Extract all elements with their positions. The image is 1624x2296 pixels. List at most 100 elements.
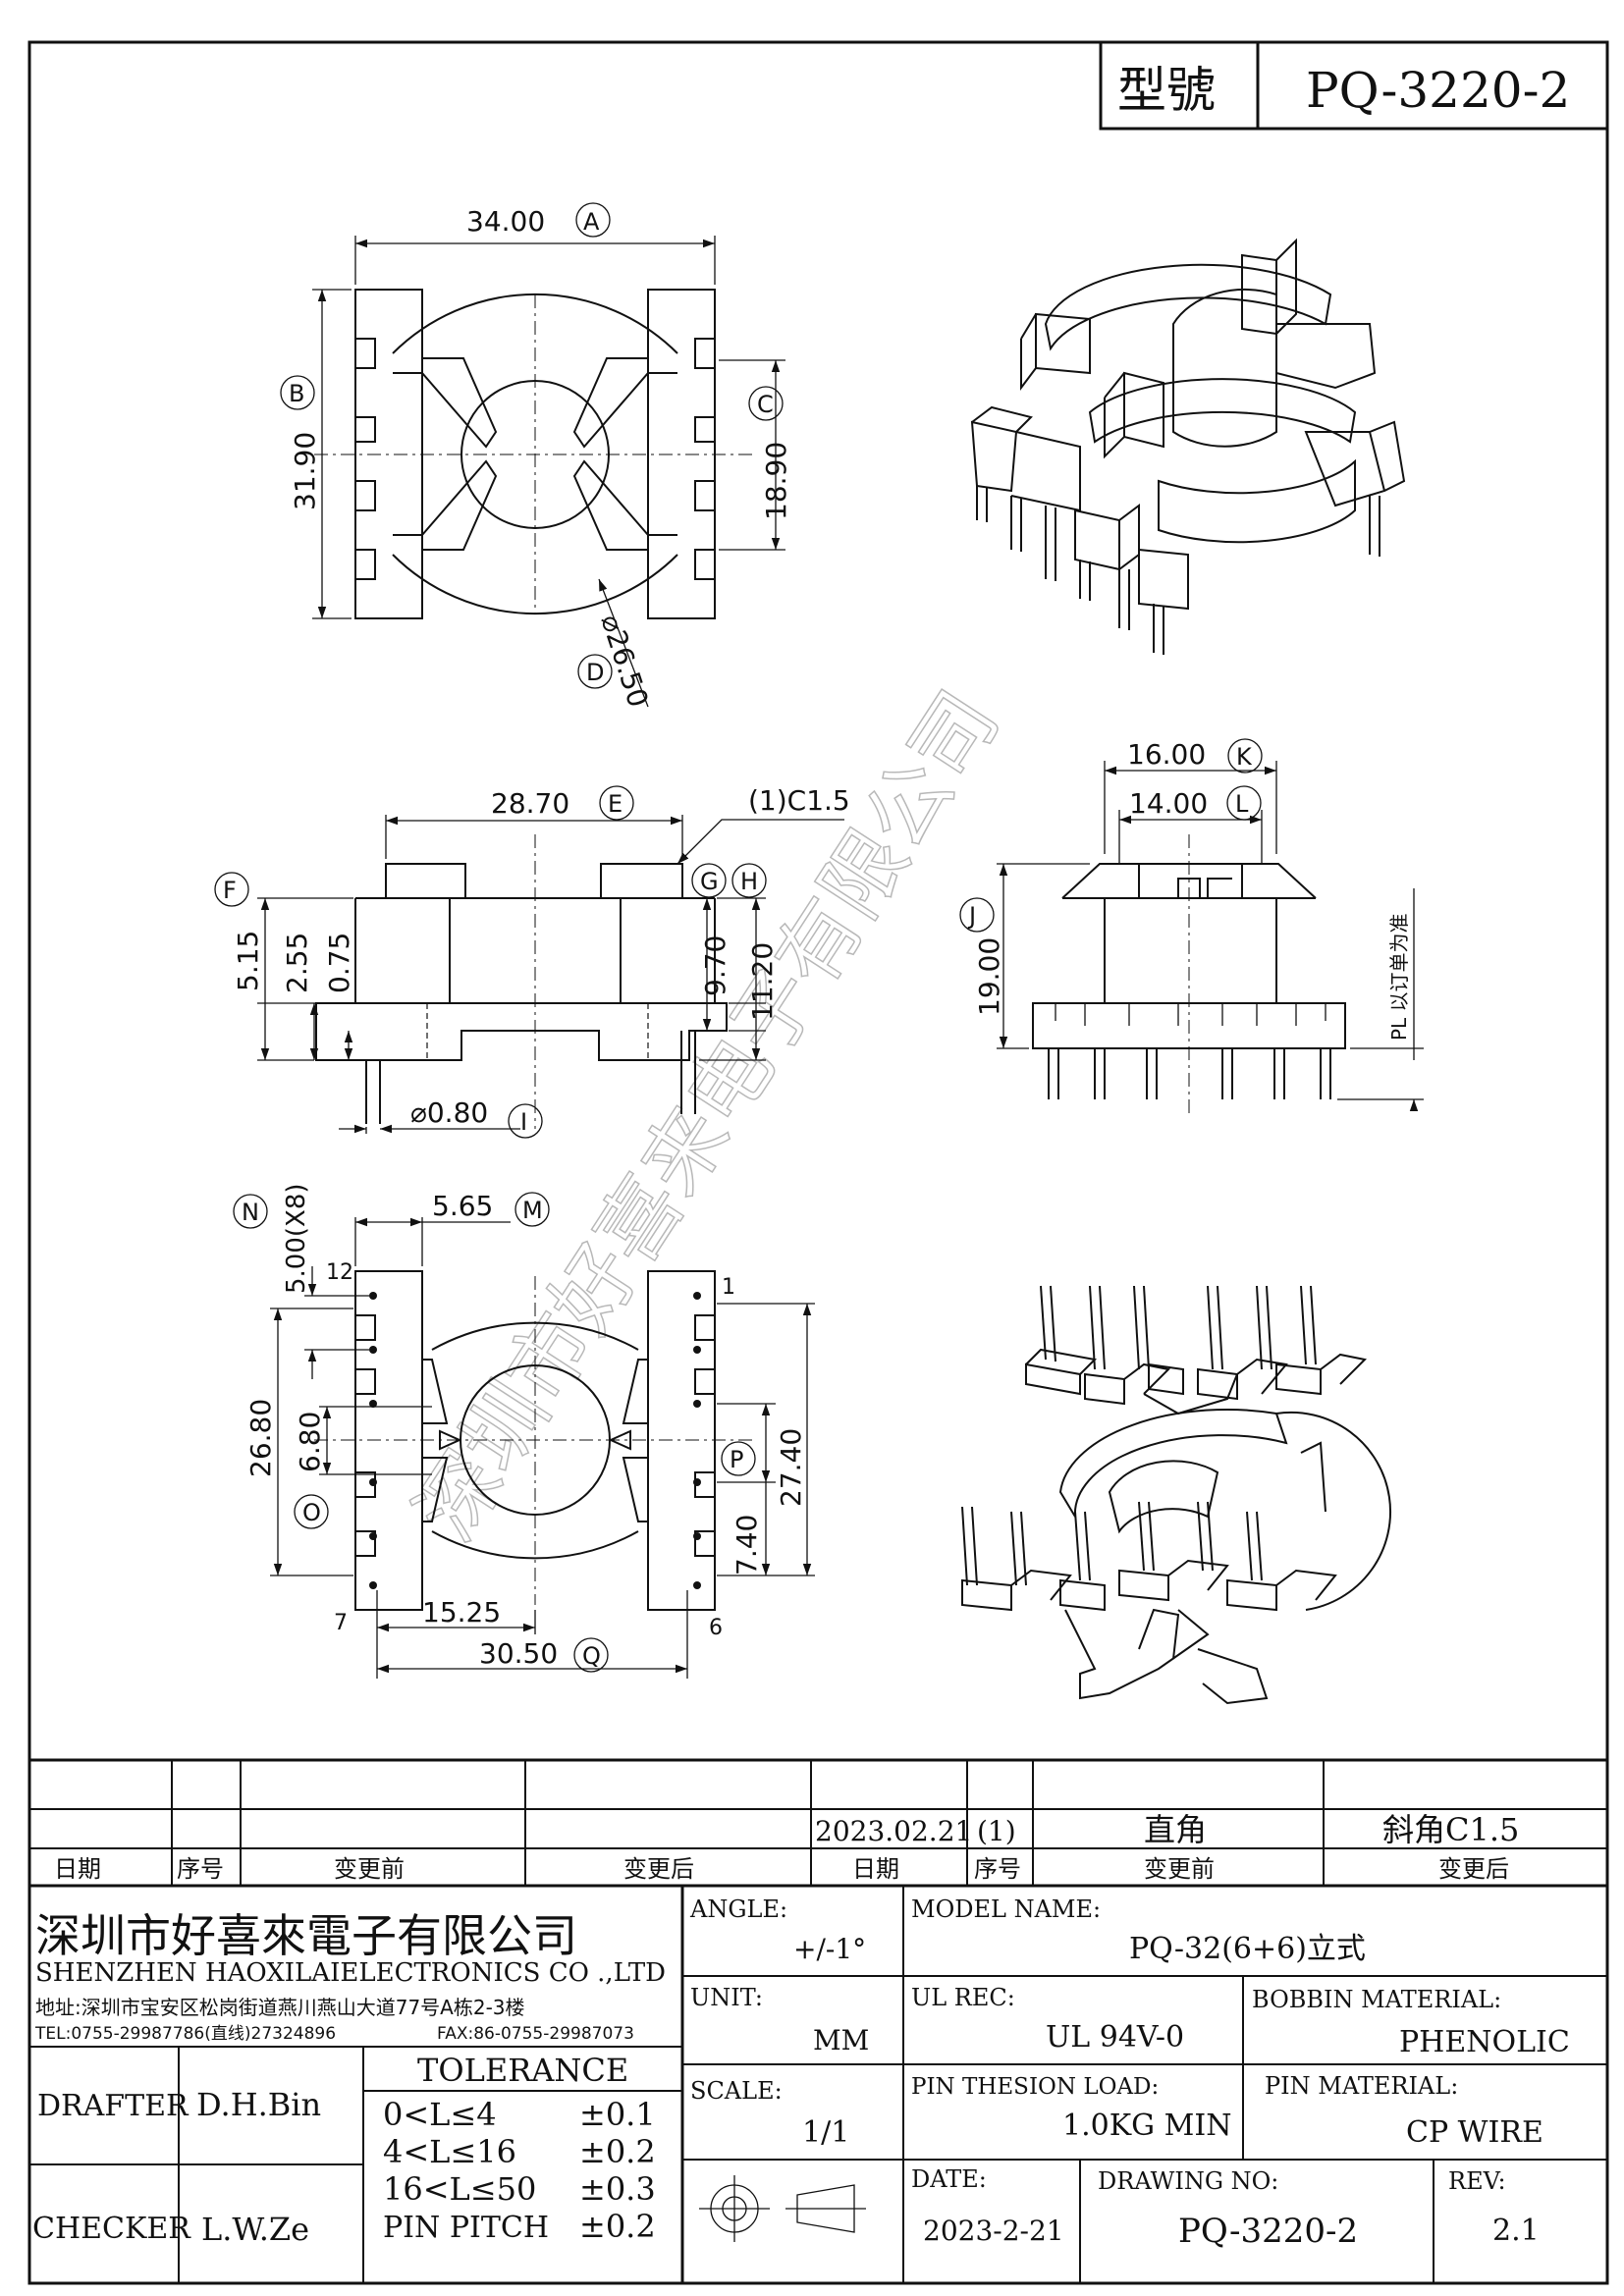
isometric-view-top: [970, 238, 1406, 655]
tolerance-title: TOLERANCE: [417, 2052, 628, 2089]
rev-header-date-2: 日期: [852, 1855, 899, 1883]
tol-value-1: ±0.1: [579, 2096, 656, 2133]
dim-2740: 27.40: [775, 1428, 807, 1507]
dim-1120: 11.20: [746, 942, 779, 1021]
company-name-en: SHENZHEN HAOXILAIELECTRONICS CO .,LTD: [35, 1958, 666, 1988]
dim-1900: 19.00: [973, 937, 1005, 1016]
revision-table: 2023.02.21 (1) 直角 斜角C1.5 日期 序号 变更前 变更后 日…: [29, 1758, 1607, 1888]
revision-before: 直角: [1144, 1811, 1207, 1848]
checker-name: L.W.Ze: [201, 2211, 309, 2248]
angle-value: +/-1°: [793, 1933, 866, 1965]
dim-width-a: 34.00: [466, 205, 545, 238]
tol-range-2: 4<L≤16: [383, 2133, 516, 2170]
rev-label: REV:: [1448, 2167, 1506, 2195]
model-name-value: PQ-32(6+6)立式: [1129, 1932, 1366, 1966]
pin-load-label: PIN THESION LOAD:: [911, 2074, 1159, 2100]
dim-2680: 26.80: [244, 1399, 277, 1477]
ref-i: I: [520, 1108, 527, 1136]
side-view: 28.70 E (1)C1.5 G H 5.15 F 2.55 0.75 9.7…: [214, 784, 850, 1139]
isometric-view-bottom: [961, 1285, 1392, 1705]
ref-f: F: [223, 877, 237, 904]
ref-g: G: [700, 868, 719, 895]
ref-j: J: [967, 902, 976, 930]
unit-label: UNIT:: [690, 1984, 763, 2011]
model-header: 型號 PQ-3220-2: [1099, 40, 1609, 131]
rev-header-before-2: 变更前: [1144, 1855, 1215, 1883]
ref-d: D: [586, 659, 604, 686]
pin-length-note: PL 以订单为准: [1387, 913, 1411, 1041]
pin-number-6: 6: [709, 1616, 723, 1640]
tol-range-1: 0<L≤4: [383, 2096, 497, 2133]
top-view: 34.00 A 31.90 B 18.90 C ⌀26.50 D: [280, 202, 792, 711]
drawing-frame: [27, 40, 1609, 2285]
bobbin-material-value: PHENOLIC: [1399, 2025, 1570, 2059]
unit-value: MM: [813, 2024, 869, 2056]
dim-075: 0.75: [323, 933, 355, 993]
drawing-no-value: PQ-3220-2: [1178, 2212, 1358, 2251]
pin-load-value: 1.0KG MIN: [1062, 2109, 1231, 2143]
ref-k: K: [1236, 743, 1253, 771]
projection-symbol: [699, 2175, 866, 2242]
pin-number-1: 1: [722, 1275, 735, 1300]
rev-header-date-1: 日期: [54, 1855, 101, 1883]
ref-m: M: [522, 1197, 543, 1224]
ref-c: C: [757, 391, 774, 418]
company-name-cn: 深圳市好喜來電子有限公司: [35, 1909, 577, 1962]
model-label: 型號: [1117, 62, 1216, 119]
dim-1400: 14.00: [1129, 787, 1208, 820]
ref-l: L: [1235, 790, 1249, 818]
tol-range-4: PIN PITCH: [383, 2211, 549, 2245]
company-tel: TEL:0755-29987786(直线)27324896: [34, 2024, 336, 2044]
date-value: 2023-2-21: [923, 2215, 1064, 2247]
drafter-name: D.H.Bin: [196, 2086, 321, 2123]
rev-header-no-1: 序号: [177, 1855, 224, 1883]
revision-after: 斜角C1.5: [1382, 1811, 1519, 1848]
company-address: 地址:深圳市宝安区松岗街道燕川燕山大道77号A栋2-3楼: [35, 1996, 525, 2019]
rev-header-after-2: 变更后: [1438, 1855, 1509, 1883]
ref-b: B: [289, 380, 304, 407]
dim-pin-diameter: ⌀0.80: [410, 1096, 488, 1129]
dim-740: 7.40: [731, 1515, 763, 1575]
tol-value-2: ±0.2: [579, 2133, 656, 2170]
date-label: DATE:: [911, 2165, 987, 2193]
dim-3050: 30.50: [479, 1637, 558, 1670]
model-number: PQ-3220-2: [1306, 62, 1570, 119]
checker-label: CHECKER: [32, 2212, 191, 2246]
dim-680: 6.80: [294, 1412, 326, 1472]
dim-515: 5.15: [232, 931, 264, 991]
pin-material-label: PIN MATERIAL:: [1265, 2072, 1458, 2100]
tol-value-3: ±0.3: [579, 2170, 656, 2208]
dim-height-b: 31.90: [289, 432, 321, 510]
bobbin-material-label: BOBBIN MATERIAL:: [1252, 1986, 1501, 2013]
ref-q: Q: [582, 1642, 601, 1670]
ref-a: A: [583, 208, 600, 236]
ref-h: H: [740, 868, 758, 895]
ref-n: N: [242, 1199, 259, 1226]
model-name-label: MODEL NAME:: [911, 1896, 1101, 1923]
ref-e: E: [608, 790, 623, 818]
ul-label: UL REC:: [911, 1984, 1015, 2011]
scale-value: 1/1: [802, 2115, 849, 2150]
dim-970: 9.70: [699, 935, 731, 996]
pin-material-value: CP WIRE: [1406, 2115, 1543, 2150]
drawing-no-label: DRAWING NO:: [1098, 2167, 1278, 2195]
rev-header-before-1: 变更前: [334, 1855, 405, 1883]
angle-label: ANGLE:: [689, 1896, 787, 1923]
ref-p: P: [730, 1446, 743, 1473]
dim-inner-c: 18.90: [760, 442, 792, 520]
drafter-label: DRAFTER: [37, 2089, 189, 2123]
dim-255: 2.55: [281, 933, 313, 993]
chamfer-label: (1)C1.5: [748, 784, 850, 817]
scale-label: SCALE:: [690, 2077, 783, 2105]
bottom-view: 12 1 7 6 5.65 M 5.00(X8) N 26.80 6.80 O …: [233, 1183, 815, 1679]
dim-1600: 16.00: [1127, 738, 1206, 771]
tol-value-4: ±0.2: [579, 2208, 656, 2245]
revision-number: (1): [977, 1815, 1016, 1847]
tol-range-3: 16<L≤50: [383, 2170, 536, 2208]
dim-1525: 15.25: [422, 1596, 501, 1629]
dim-pitch: 5.00(X8): [282, 1183, 311, 1294]
rev-header-after-1: 变更后: [623, 1855, 694, 1883]
pin-number-7: 7: [334, 1611, 348, 1635]
ul-value: UL 94V-0: [1046, 2020, 1184, 2055]
